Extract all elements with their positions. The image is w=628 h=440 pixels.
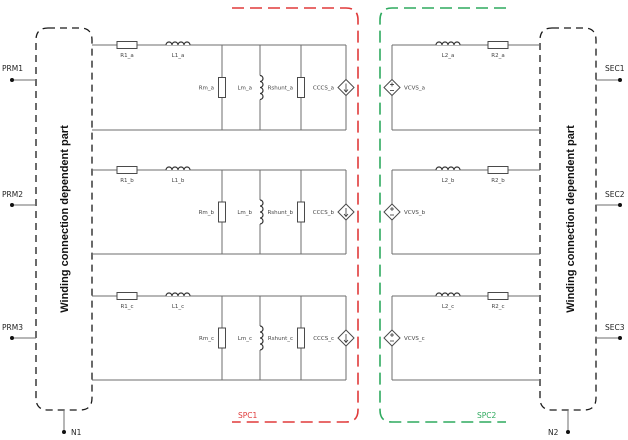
vcvs-source xyxy=(383,78,401,97)
rshunt-resistor xyxy=(297,201,305,223)
vcvs-source xyxy=(383,329,401,347)
left-winding-block xyxy=(35,27,93,411)
r2-resistor xyxy=(487,41,509,49)
rshunt-label: Rshunt_c xyxy=(268,336,293,342)
l2-inductor xyxy=(435,166,461,171)
r1-label: R1_c xyxy=(120,304,133,310)
l2-label: L2_a xyxy=(442,53,455,59)
port-sec3-label: SEC3 xyxy=(605,323,625,332)
l2-inductor xyxy=(435,41,461,46)
cccs-label: CCCS_b xyxy=(313,210,335,216)
cccs-arrow-head xyxy=(343,89,349,93)
r1-resistor xyxy=(116,166,138,174)
lm-label: Lm_a xyxy=(237,86,252,92)
neutral-n1[interactable]: N1 xyxy=(62,410,82,437)
l2-gap xyxy=(436,291,460,296)
phase-2: R1_b L1_bRm_b Lm_b Rshunt_b CCCS_b VCVS_b L2_b… xyxy=(92,165,540,255)
lm-inductor xyxy=(259,199,264,225)
l2-label: L2_c xyxy=(442,304,454,310)
port-prm1-label: PRM1 xyxy=(2,64,23,73)
r2-label: R2_c xyxy=(491,304,504,310)
port-prm1[interactable]: PRM1 xyxy=(2,64,36,82)
cccs-arrow-head xyxy=(343,213,349,218)
l2-gap xyxy=(436,165,460,170)
lm-inductor xyxy=(259,74,264,101)
lm-label: Lm_c xyxy=(238,336,252,342)
phase-circuits: R1_a L1_aRm_a Lm_a Rshunt_a CCCS_a VCVS_a L2_a… xyxy=(92,40,540,381)
l1-label: L1_c xyxy=(172,304,184,310)
port-sec1-label: SEC1 xyxy=(605,64,625,73)
left-block-label: Winding connection dependent part xyxy=(59,125,71,313)
l1-inductor xyxy=(165,41,191,46)
port-sec3[interactable]: SEC3 xyxy=(596,323,625,340)
neutral-n1-label: N1 xyxy=(71,428,82,437)
l2-label: L2_b xyxy=(442,178,455,184)
l2-gap xyxy=(436,40,460,45)
spc1-outline xyxy=(232,7,359,423)
right-block-label: Winding connection dependent part xyxy=(565,125,577,313)
cccs-label: CCCS_a xyxy=(313,86,334,92)
r1-resistor xyxy=(116,41,138,49)
rm-label: Rm_c xyxy=(199,336,214,342)
r1-label: R1_b xyxy=(120,178,134,184)
rm-resistor xyxy=(218,201,226,223)
r1-label: R1_a xyxy=(120,53,133,59)
l1-gap xyxy=(166,40,190,45)
vcvs-label: VCVS_c xyxy=(404,336,425,342)
l1-inductor xyxy=(165,166,191,171)
r2-resistor xyxy=(487,166,509,174)
port-sec2-label: SEC2 xyxy=(605,190,625,199)
port-sec2[interactable]: SEC2 xyxy=(596,190,625,207)
rshunt-label: Rshunt_a xyxy=(268,86,293,92)
r2-label: R2_a xyxy=(491,53,504,59)
rshunt-resistor xyxy=(297,77,305,98)
spc2-label: SPC2 xyxy=(477,411,497,420)
r2-resistor xyxy=(487,292,509,300)
rshunt-resistor xyxy=(297,327,305,349)
l1-inductor xyxy=(165,292,191,297)
rm-resistor xyxy=(218,77,226,98)
l2-inductor xyxy=(435,292,461,297)
neutral-n2-label: N2 xyxy=(548,428,559,437)
l1-gap xyxy=(166,165,190,170)
phase-1: R1_a L1_aRm_a Lm_a Rshunt_a CCCS_a VCVS_a L2_a… xyxy=(92,40,540,131)
l1-gap xyxy=(166,291,190,296)
cccs-arrow-head xyxy=(343,339,349,344)
port-prm2-label: PRM2 xyxy=(2,190,23,199)
vcvs-label: VCVS_a xyxy=(404,86,425,92)
rshunt-label: Rshunt_b xyxy=(267,210,293,216)
port-prm2[interactable]: PRM2 xyxy=(2,190,36,207)
neutral-n2[interactable]: N2 xyxy=(548,410,570,437)
vcvs-label: VCVS_b xyxy=(404,210,426,216)
spc2-outline xyxy=(379,7,506,423)
phase-3: R1_c L1_cRm_c Lm_c Rshunt_c CCCS_c VCVS_c L2_c… xyxy=(92,291,540,381)
rm-label: Rm_b xyxy=(199,210,215,216)
cccs-label: CCCS_c xyxy=(313,336,334,342)
r2-label: R2_b xyxy=(491,178,505,184)
spc1-label: SPC1 xyxy=(238,411,258,420)
right-winding-block xyxy=(539,27,597,411)
l1-label: L1_a xyxy=(172,53,185,59)
lm-inductor xyxy=(259,325,264,351)
l1-label: L1_b xyxy=(172,178,185,184)
rm-resistor xyxy=(218,327,226,349)
lm-label: Lm_b xyxy=(237,210,252,216)
r1-resistor xyxy=(116,292,138,300)
vcvs-source xyxy=(383,203,401,221)
rm-label: Rm_a xyxy=(199,86,214,92)
port-prm3-label: PRM3 xyxy=(2,323,23,332)
port-prm3[interactable]: PRM3 xyxy=(2,323,36,340)
port-sec1[interactable]: SEC1 xyxy=(596,64,625,82)
